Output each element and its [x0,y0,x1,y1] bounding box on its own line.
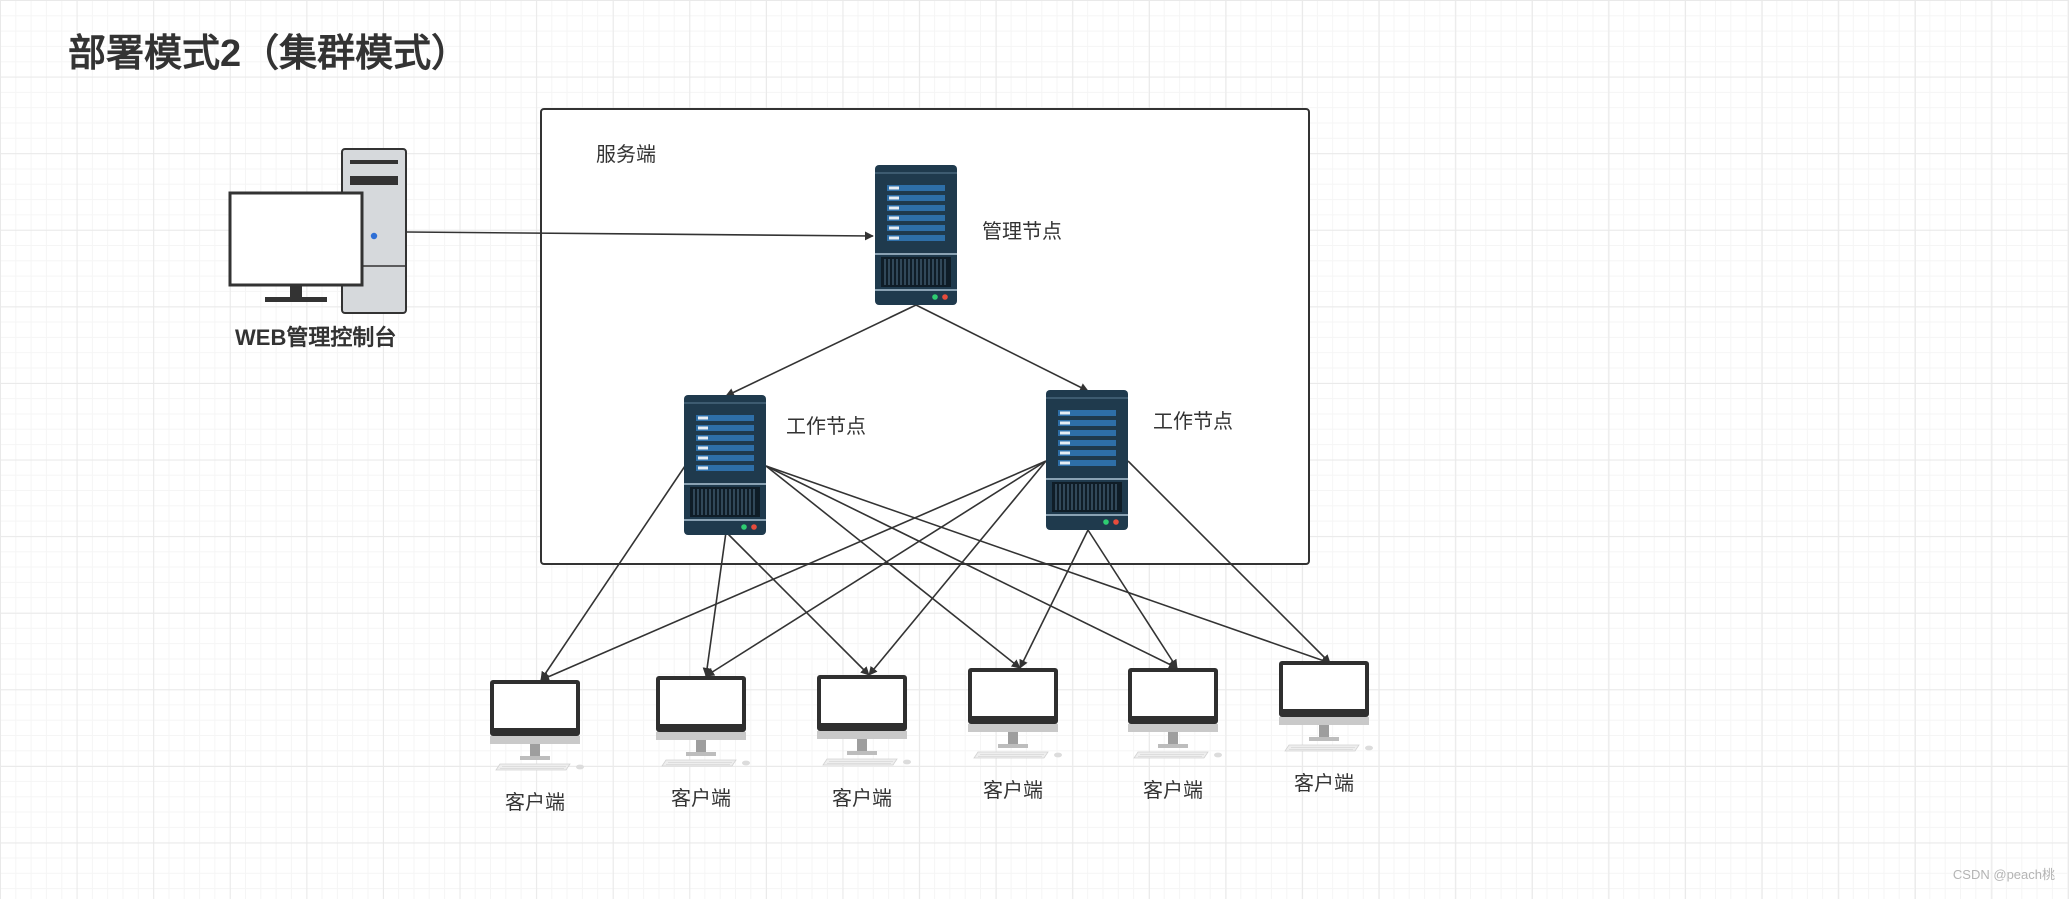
client-3-label: 客户端 [832,788,892,810]
client-6-pc-icon [1278,660,1374,752]
client-5-pc-icon [1127,667,1223,759]
edge-manager-worker1 [725,304,917,397]
worker-node-1-label: 工作节点 [786,416,866,438]
page-title: 部署模式2（集群模式） [68,33,470,75]
edge-w2-client2 [705,460,1047,677]
client-3-pc-icon [816,674,912,766]
worker-node-1-server-icon [683,394,767,536]
worker-node-2-label: 工作节点 [1153,411,1233,433]
edge-w2-client5 [1087,529,1178,669]
edge-console-manager [406,231,874,241]
edge-w1-client1 [540,465,686,681]
server-group-label: 服务端 [596,144,656,166]
edge-w1-client4 [765,465,1021,669]
edge-w2-client4 [1019,529,1089,669]
worker-node-2-server-icon [1045,389,1129,531]
manager-node-server-icon [874,164,958,306]
manager-node-label: 管理节点 [982,221,1062,243]
edge-w2-client6 [1127,460,1331,664]
client-4-label: 客户端 [983,780,1043,802]
client-2-pc-icon [655,675,751,767]
client-5-label: 客户端 [1143,780,1203,802]
edge-manager-worker2 [915,304,1089,392]
watermark: CSDN @peach桃 [1952,867,2055,882]
client-4-pc-icon [967,667,1063,759]
connections [406,231,1331,681]
client-6-label: 客户端 [1294,773,1354,795]
edge-w2-client3 [868,460,1047,676]
edge-w1-client6 [765,465,1331,665]
web-console-icon [228,148,407,314]
client-1-label: 客户端 [505,792,565,814]
edge-w1-client5 [765,465,1178,669]
edge-w2-client1 [540,460,1047,681]
client-1-pc-icon [489,679,585,771]
edge-w1-client3 [725,531,870,676]
web-console-label: WEB管理控制台 [235,325,397,350]
client-2-label: 客户端 [671,788,731,810]
